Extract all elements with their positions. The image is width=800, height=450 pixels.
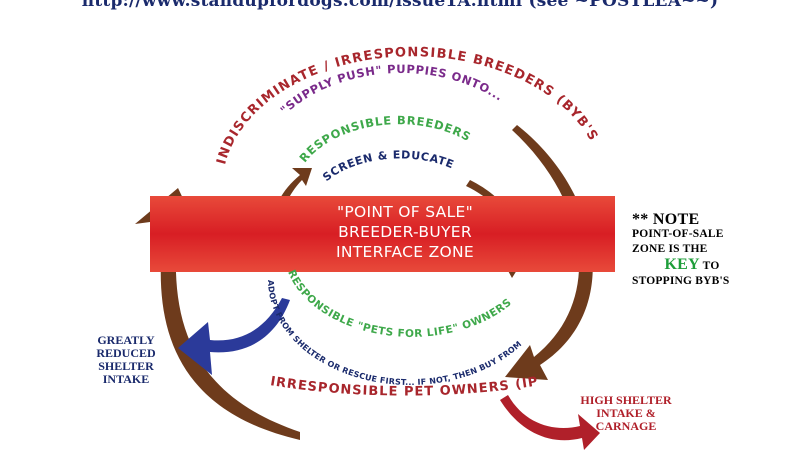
note-heading: ** NOTE <box>632 211 700 228</box>
greatly-reduced-line: GREATLY <box>97 333 155 347</box>
high-shelter-label: HIGH SHELTER INTAKE & CARNAGE <box>566 394 686 433</box>
zone-line-2: BREEDER-BUYER <box>338 223 472 241</box>
zone-line-3: INTERFACE ZONE <box>336 243 474 261</box>
key-note: ** NOTE POINT-OF-SALE ZONE IS THE KEY TO… <box>632 212 772 289</box>
outer-top-label: INDISCRIMINATE / IRRESPONSIBLE BREEDERS … <box>0 0 601 166</box>
greatly-reduced-line: REDUCED <box>96 346 156 360</box>
note-line-4: STOPPING BYB'S <box>632 275 730 287</box>
interface-zone-text: "POINT OF SALE" BREEDER-BUYER INTERFACE … <box>270 202 540 262</box>
high-shelter-line: CARNAGE <box>595 419 657 433</box>
source-url-text: http://www.standupfordogs.com/issue1A.ht… <box>81 0 719 11</box>
note-key-suffix: TO <box>702 260 720 272</box>
greatly-reduced-label: GREATLY REDUCED SHELTER INTAKE <box>86 334 166 386</box>
note-key-word: KEY <box>664 256 700 273</box>
note-line-3: KEY TO <box>612 257 772 274</box>
greatly-reduced-line: SHELTER <box>98 359 154 373</box>
high-shelter-line: HIGH SHELTER <box>580 393 672 407</box>
note-line-1: POINT-OF-SALE <box>632 228 724 240</box>
greatly-reduced-line: INTAKE <box>102 372 150 386</box>
note-line-2: ZONE IS THE <box>632 243 708 255</box>
high-shelter-line: INTAKE & <box>596 406 656 420</box>
screen-educate-label: SCREEN & EDUCATE <box>320 148 456 184</box>
point-of-sale-band <box>150 196 615 272</box>
red-arrow <box>500 395 600 450</box>
zone-line-1: "POINT OF SALE" <box>336 203 474 221</box>
brown-arrow-right <box>505 125 593 380</box>
responsible-owners-label: RESPONSIBLE "PETS FOR LIFE" OWNERS <box>285 268 514 340</box>
blue-arrow <box>178 298 290 375</box>
